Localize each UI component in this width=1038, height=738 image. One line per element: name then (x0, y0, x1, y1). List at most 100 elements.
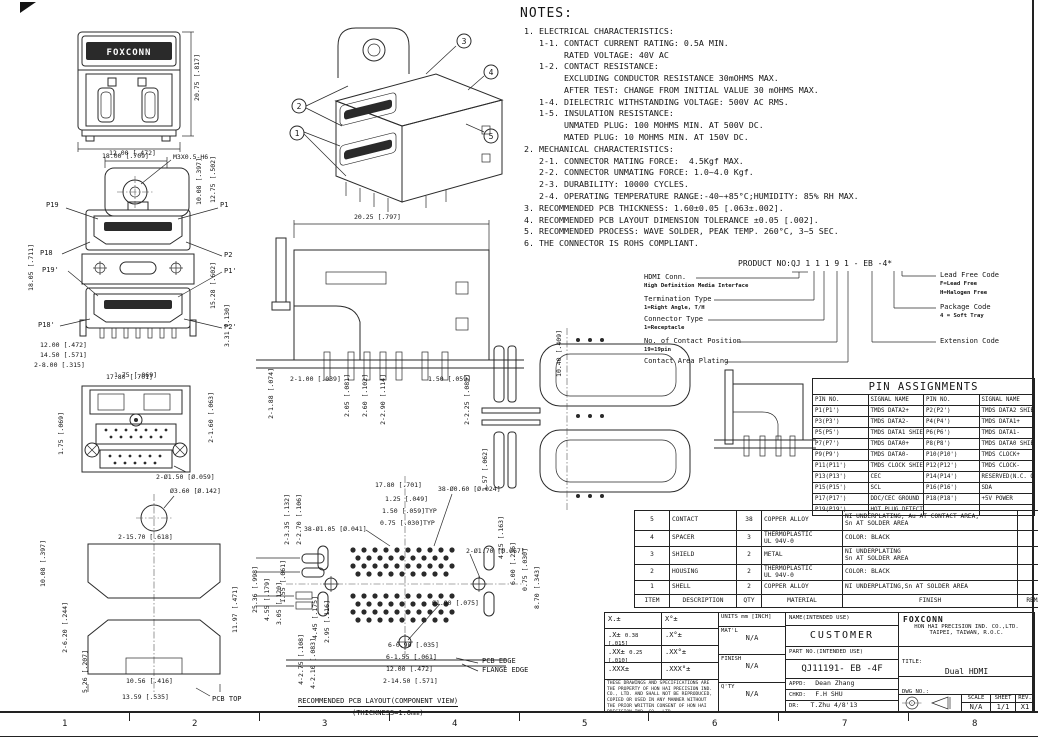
title-block: X.± X°± .X± 0.38 [.015] .X°± .XX± 0.25 [… (604, 612, 1035, 712)
dim-pcbtop-b1: 10.56 [.416] (126, 677, 173, 685)
bom-material: THERMOPLASTIC UL 94V-0 (761, 564, 843, 581)
dim-layout-l6: 4.45 [.175] (311, 596, 319, 640)
chkd-label: CHKD: (789, 692, 806, 698)
company-cell: FOXCONN HON HAI PRECISION IND. CO.,LTD. … (898, 612, 1035, 647)
dim-layout-b2: 6-1.55 [.061] (386, 653, 437, 661)
pin-table-title: PIN ASSIGNMENTS (812, 378, 1035, 395)
callout-connector-sub: 1=Receptacle (644, 325, 685, 331)
dr-value: T.Zhu 4/8'13 (810, 701, 858, 709)
dim-side-b4: 2.60 [.102] (361, 374, 369, 418)
dim-dual-b1: 12.00 [.472] (40, 341, 87, 349)
pin-no: P7(P7') (812, 438, 869, 450)
signal-col-header: SIGNAL NAME (867, 394, 924, 406)
signal-name: TMDS DATA0- (867, 449, 924, 461)
signal-name: TMDS DATA0 SHIELD (978, 438, 1035, 450)
pin-label-p2b: P2' (224, 323, 237, 331)
bom-description: SHELL (669, 580, 737, 595)
bom-remark (1017, 530, 1038, 547)
dim-layout-hole-center: Ø1.90 [.075] (432, 599, 479, 607)
side-view-drawing (256, 220, 524, 381)
tol-0xdeg-label: .X°± (665, 631, 682, 639)
pcb-top-label: PCB TOP (212, 695, 242, 703)
bom-row: 3 SHIELD 2 METAL NI UNDERPLATING Sn AT S… (634, 546, 1038, 565)
tol-00x-value: 0.25 [.010] (608, 650, 643, 663)
dim-front-height: 20.75 [.817] (193, 54, 201, 101)
tol-0x: .X± 0.38 [.015] (604, 628, 662, 646)
bom-header-qty: QTY (736, 594, 762, 608)
tol-00x-label: .XX± (608, 648, 625, 656)
pcb-layout-view: 17.80 [.701] 1.25 [.049] 1.50 [.059]TYP … (256, 462, 546, 720)
product-code-leaders (696, 271, 936, 363)
pin-label-p19b: P19' (42, 266, 59, 274)
pin-row: P1(P1')TMDS DATA2+P2(P2')TMDS DATA2 SHIE… (812, 405, 1035, 417)
zone-number-6: 6 (712, 719, 718, 729)
third-angle-projection-icon (902, 696, 951, 710)
pin-row: P9(P9')TMDS DATA0-P10(P10')TMDS CLOCK+ (812, 449, 1035, 461)
bom-material: THERMOPLASTIC UL 94V-0 (761, 530, 843, 547)
callout-termination: Termination Type (644, 295, 712, 303)
title-cell: TITLE: Dual HDMI RECEPTACLE CONNECTOR (898, 646, 1035, 677)
pin-hole-field-bottom (350, 593, 455, 623)
balloon-5: 5 (489, 132, 494, 141)
callout-hdmi: HDMI Conn. (644, 273, 687, 281)
dim-layout-l9: 4-2.10 [.083] (309, 638, 317, 689)
finish-value: N/A (745, 662, 759, 671)
tol-x-label: X.± (608, 615, 621, 623)
appd-label: APPD: (789, 681, 806, 687)
dim-layout-t2: 1.25 [.049] (385, 495, 429, 503)
dim-layout-holes-small: 38-Ø0.60 [Ø.024] (438, 485, 501, 493)
callout-lead-free: Lead Free Code (940, 271, 1000, 279)
bom-finish: COLOR: BLACK (842, 530, 1018, 547)
notes-body: 1. ELECTRICAL CHARACTERISTICS: 1-1. CONT… (524, 26, 859, 249)
dim-rear-top: 1.75 [.069] (114, 371, 158, 379)
bom-item: 3 (634, 546, 670, 565)
pin-no: P10(P10') (923, 449, 980, 461)
dim-pcbtop-left-mid: 2-6.20 [.244] (61, 602, 69, 653)
signal-name: SCL (867, 482, 924, 494)
dim-layout-b3: 12.00 [.472] (386, 665, 433, 673)
dim-layout-r2: 6.00 [.236] (509, 542, 517, 586)
callout-termination-sub: 1=Right Angle, T/H (644, 305, 705, 311)
pcb-layout-drawing (256, 476, 524, 672)
dim-layout-l5: 3.05 [.120] (275, 582, 283, 626)
pin-label-p2: P2 (224, 251, 233, 259)
tol-x: X.± (604, 612, 662, 629)
dim-dual-right-top: 10.08 [.397] (195, 158, 203, 205)
zone-tick (908, 712, 909, 721)
dim-side-b5: 2-2.90 [.114] (379, 374, 387, 425)
bom-finish: NI UNDERPLATING,Sn AT SOLDER AREA (842, 580, 1018, 595)
pin-no: P17(P17') (812, 493, 869, 505)
bom-row: 4 SPACER 3 THERMOPLASTIC UL 94V-0 COLOR:… (634, 530, 1038, 547)
callout-package: Package Code (940, 303, 991, 311)
matl-cell: MAT'L N/A (718, 626, 786, 655)
zone-tick (389, 712, 390, 721)
balloon-2: 2 (297, 102, 302, 111)
matl-value: N/A (745, 634, 759, 643)
dim-dual-b3: 2-8.00 [.315] (34, 361, 85, 369)
callout-hdmi-sub: High Definition Media Interface (644, 283, 749, 289)
dr-cell: DR: T.Zhu 4/8'13 (785, 700, 899, 712)
dim-dual-b4: 17.80 [.701] (106, 373, 153, 381)
pin-assignments-table: PIN ASSIGNMENTS PIN NO. SIGNAL NAME PIN … (812, 378, 1035, 516)
right-border (1032, 0, 1034, 712)
bom-description: HOUSING (669, 564, 737, 581)
dim-dual-right-bot: 3.31 [.130] (223, 304, 231, 348)
tol-000xdeg: .XXX°± (661, 662, 719, 680)
zone-tick (129, 712, 130, 721)
pcb-top-drawing (87, 494, 221, 697)
signal-name: DDC/CEC GROUND (867, 493, 924, 505)
projection-cell (898, 694, 962, 712)
dim-pcbtop-b2: 13.59 [.535] (122, 693, 169, 701)
tol-0xdeg: .X°± (661, 628, 719, 646)
pin-label-p18b: P18' (38, 321, 55, 329)
chkd-value: F.H SHU (815, 690, 843, 698)
sheet-bottom-line (0, 736, 1038, 737)
callout-connector: Connector Type (644, 315, 704, 323)
bom-material: COPPER ALLOY (761, 510, 843, 531)
callout-positions: No. of Contact Position (644, 337, 741, 345)
pcb-layout-caption2: (THICKNESS=1.6mm) (352, 709, 424, 717)
qty-cell: Q'TY N/A (718, 682, 786, 712)
dim-layout-r3: 0.75 [.030] (521, 548, 529, 592)
